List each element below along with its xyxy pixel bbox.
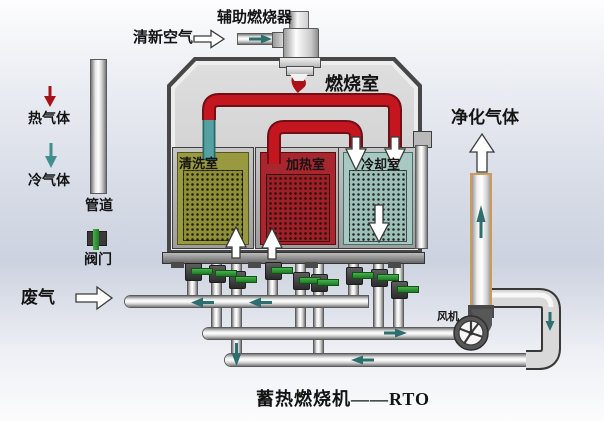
drop-pipe — [374, 258, 383, 338]
waste-gas-manifold — [125, 296, 368, 307]
base-foot — [305, 262, 318, 268]
purified-gas-arrow — [468, 132, 496, 173]
legend-cold-gas-label: 冷气体 — [28, 174, 70, 189]
legend-pipe-label: 管道 — [85, 199, 113, 214]
cleaning-chamber-media — [183, 170, 243, 241]
bottom-manifold — [225, 354, 537, 366]
valve-handle — [352, 272, 374, 279]
valve-handle — [377, 274, 399, 281]
base-foot — [248, 262, 261, 268]
middle-manifold — [203, 328, 458, 339]
machine-base — [162, 252, 425, 264]
legend-pipe-icon — [91, 60, 106, 193]
purified-gas-label: 净化气体 — [451, 108, 519, 127]
burner-body — [283, 28, 319, 61]
fan-hub — [468, 330, 474, 336]
waste-gas-arrow — [75, 285, 114, 311]
valve-handle — [271, 267, 293, 274]
legend-valve-stem — [93, 229, 99, 250]
cooling-chamber-label: 冷却室 — [361, 157, 401, 172]
drop-pipe — [314, 258, 323, 364]
legend-cold-gas-arrow — [45, 143, 57, 168]
diagram-caption: 蓄热燃烧机——RTO — [256, 389, 431, 409]
legend-hot-gas-label: 热气体 — [28, 112, 70, 127]
valve-handle — [235, 276, 257, 283]
base-foot — [171, 262, 184, 268]
fan-label: 风机 — [437, 311, 459, 323]
legend-hot-gas-arrow — [44, 86, 56, 107]
drop-pipe — [268, 258, 277, 305]
fan-housing — [453, 315, 489, 351]
cooling-chamber-media — [349, 170, 407, 242]
legend-valve-label: 阀门 — [84, 253, 112, 268]
drop-pipe — [188, 258, 197, 305]
fresh-air-arrow — [193, 29, 226, 49]
waste-gas-label: 废气 — [21, 288, 55, 307]
valve-handle — [215, 270, 237, 277]
combustion-chamber-label: 燃烧室 — [325, 74, 379, 94]
drop-pipe — [232, 258, 241, 364]
fan-wheel — [458, 320, 484, 346]
fan-blades — [459, 320, 483, 345]
valve-handle — [191, 268, 213, 275]
heating-chamber-media — [266, 174, 330, 242]
housing-side-pipe — [416, 146, 427, 248]
valve-handle — [317, 279, 339, 286]
exhaust-stack — [470, 173, 492, 316]
aux-burner-label: 辅助燃烧器 — [217, 10, 293, 26]
fresh-air-label: 清新空气 — [133, 30, 194, 46]
heating-chamber-label: 加热室 — [286, 157, 326, 172]
valve-handle — [397, 286, 419, 293]
cleaning-chamber-label: 清洗室 — [179, 156, 219, 171]
base-foot — [388, 262, 401, 268]
